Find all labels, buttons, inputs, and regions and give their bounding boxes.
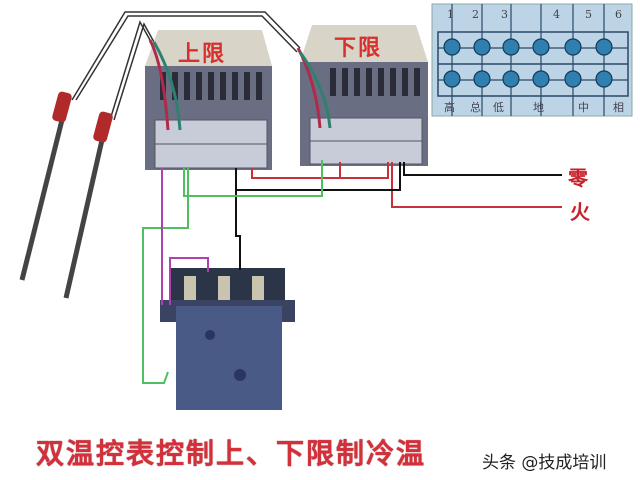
live-label: 火 [570,200,590,224]
upper-limit-label: 上限 [178,42,227,67]
temperature-probe [63,111,113,299]
terminal-label: 总 [470,101,481,114]
control-wires [142,160,562,384]
lower-limit-controller [296,25,428,166]
probe-wires [71,11,301,121]
terminal-label: 地 [533,101,544,114]
terminal-label: 中 [578,101,589,114]
terminal-label: 低 [493,101,504,114]
terminal-number: 2 [472,8,479,21]
terminal-label: 高 [444,101,455,114]
neutral-wire [403,162,562,176]
contactor [160,268,295,410]
upper-limit-controller [145,30,272,170]
terminal-diagram-panel [431,3,633,117]
terminal-number: 5 [585,8,592,21]
neutral-label: 零 [568,166,588,190]
screw-terminals [443,38,613,88]
diagram-caption: 双温控表控制上、下限制冷温 [36,437,427,470]
terminal-number: 6 [615,8,622,21]
terminal-number: 4 [553,8,560,21]
watermark: 头条 @技成培训 [482,448,607,473]
temperature-probe [19,91,72,281]
terminal-number: 3 [501,8,508,21]
terminal-label: 相 [613,101,624,114]
lower-limit-label: 下限 [334,36,383,61]
live-wire [391,162,562,208]
terminal-number: 1 [447,8,454,21]
